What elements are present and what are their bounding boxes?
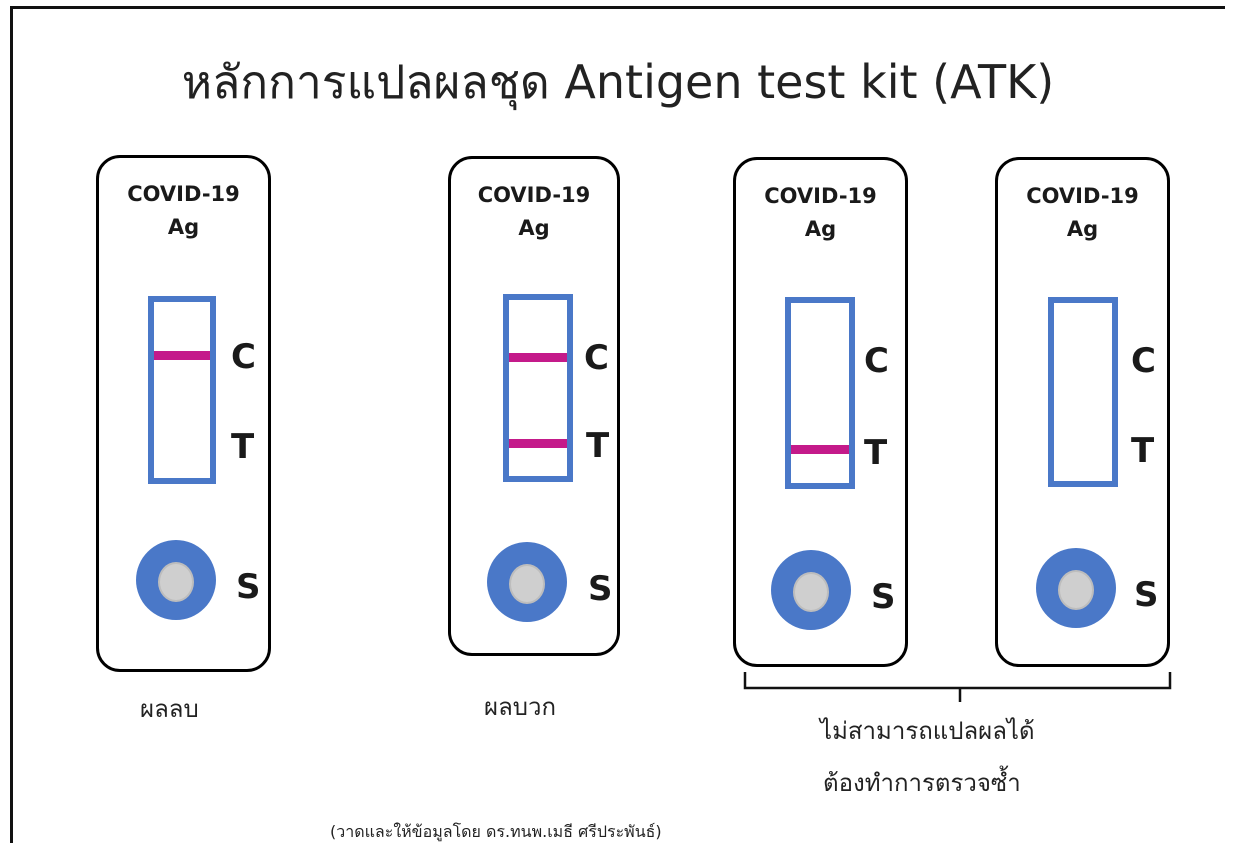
brand-line-1: COVID-19 [477, 183, 591, 207]
sample-marker: S [1134, 575, 1159, 615]
result-window [503, 294, 573, 482]
sample-marker: S [871, 577, 896, 617]
control-line [154, 351, 210, 360]
slide-frame [10, 6, 1225, 843]
test-marker: T [1131, 431, 1155, 471]
control-marker: C [1131, 341, 1156, 381]
control-marker: C [231, 337, 256, 377]
sample-well [771, 550, 851, 630]
brand-line-1: COVID-19 [1026, 184, 1139, 208]
cassette-brand: COVID-19 Ag [99, 178, 268, 244]
brand-line-2: Ag [167, 215, 200, 239]
test-marker: T [586, 426, 610, 466]
result-window [785, 297, 855, 489]
result-window [148, 296, 216, 484]
test-line [509, 439, 567, 448]
cassette-invalid-test-only: COVID-19 Ag C T S [733, 157, 908, 667]
cassette-positive: COVID-19 Ag C T S [448, 156, 620, 656]
control-line [509, 353, 567, 362]
positive-label: ผลบวก [484, 693, 557, 721]
sample-well-hole [158, 562, 194, 602]
sample-well-hole [509, 564, 545, 604]
cassette-invalid-no-lines: COVID-19 Ag C T S [995, 157, 1170, 667]
sample-marker: S [588, 569, 613, 609]
test-marker: T [864, 433, 888, 473]
brand-line-1: COVID-19 [764, 184, 877, 208]
result-window [1048, 297, 1118, 487]
control-marker: C [864, 341, 889, 381]
sample-marker: S [236, 567, 261, 607]
test-line [791, 445, 849, 454]
control-marker: C [584, 338, 609, 378]
test-marker: T [231, 427, 255, 467]
slide-title: หลักการแปลผลชุด Antigen test kit (ATK) [181, 55, 1055, 109]
cassette-negative: COVID-19 Ag C T S [96, 155, 271, 672]
sample-well-hole [793, 572, 829, 612]
sample-well-hole [1058, 570, 1094, 610]
negative-label: ผลลบ [140, 695, 199, 723]
cassette-brand: COVID-19 Ag [736, 180, 905, 246]
brand-line-2: Ag [518, 216, 550, 240]
cassette-brand: COVID-19 Ag [998, 180, 1167, 246]
brand-line-1: COVID-19 [127, 182, 240, 206]
brand-line-2: Ag [1066, 217, 1099, 241]
sample-well [487, 542, 567, 622]
brand-line-2: Ag [804, 217, 837, 241]
sample-well [136, 540, 216, 620]
sample-well [1036, 548, 1116, 628]
invalid-label-line-1: ไม่สามารถแปลผลได้ [820, 717, 1035, 745]
cassette-brand: COVID-19 Ag [451, 179, 617, 245]
invalid-label-line-2: ต้องทำการตรวจซ้ำ [823, 769, 1021, 797]
credit-note: (วาดและให้ข้อมูลโดย ดร.ทนพ.เมธี ศรีประพั… [330, 822, 662, 841]
